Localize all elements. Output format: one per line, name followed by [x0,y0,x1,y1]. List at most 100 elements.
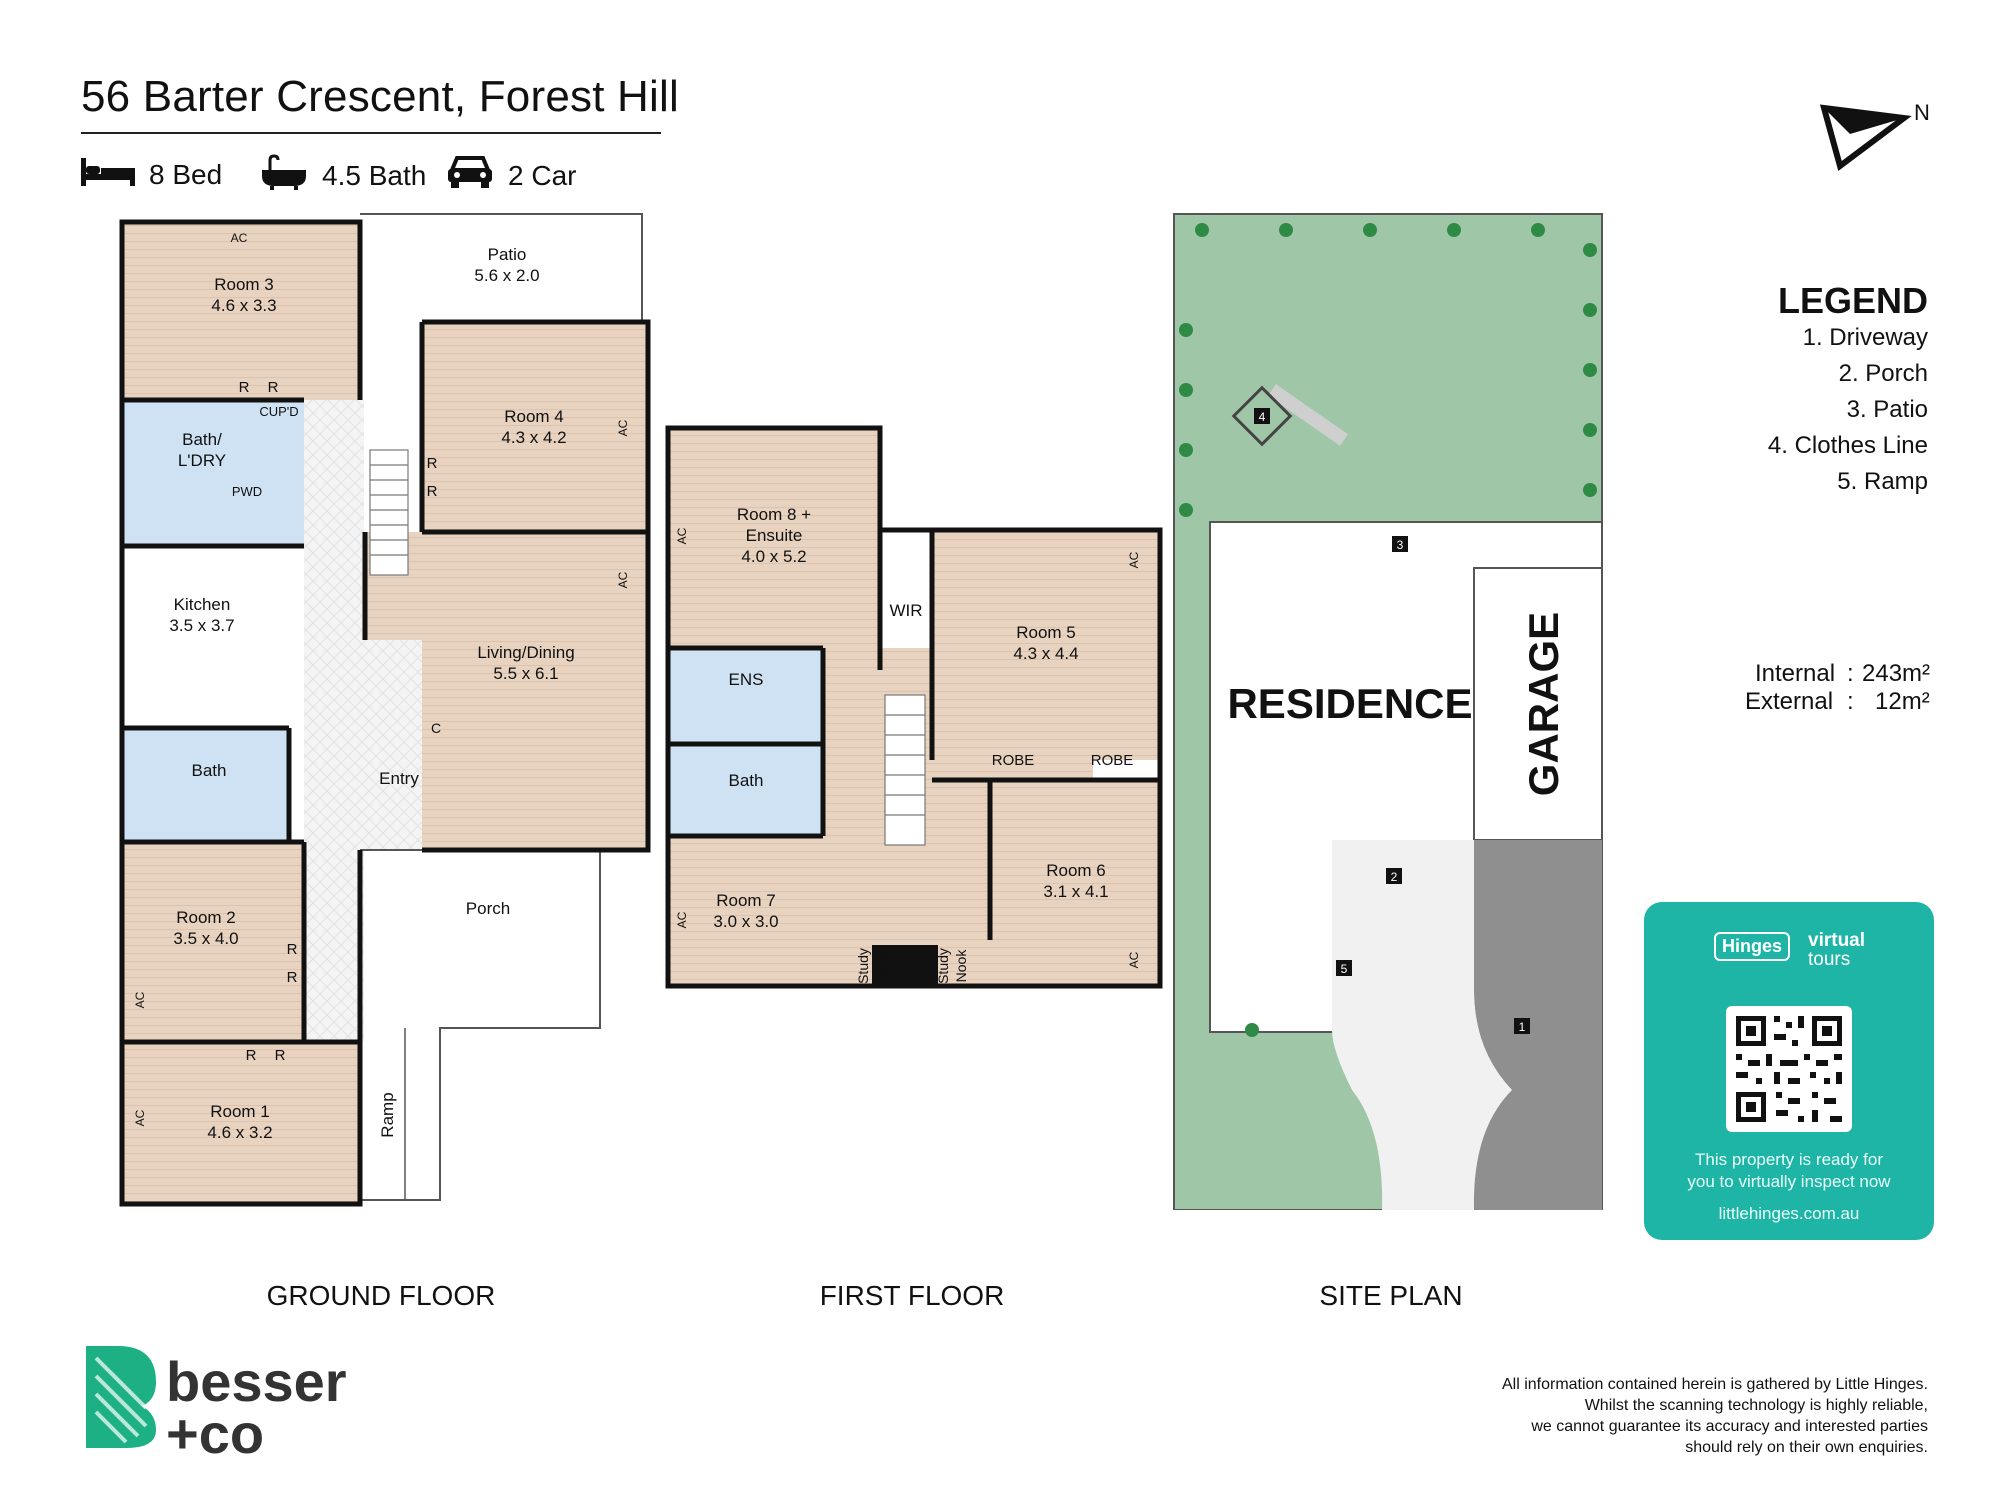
site-marker-4: 4 [1259,410,1266,424]
nook-label-2: Nook [953,949,969,983]
internal-area-label: Internal [1755,660,1836,687]
robe-label-2: ROBE [1091,752,1134,769]
svg-text:R: R [427,483,438,500]
virtual-tour-line-2: you to virtually inspect now [1687,1172,1891,1191]
legend-title: LEGEND [1777,280,1928,321]
hallway-floor [304,400,364,1042]
room-3-label: Room 3 [214,275,274,294]
site-plan-caption: SITE PLAN [1319,1280,1463,1311]
room-6-floor [932,780,1160,986]
north-compass: N [1819,100,1930,185]
virtual-tour-url[interactable]: littlehinges.com.au [1718,1204,1860,1223]
cupboard-c-label: C [431,720,441,736]
ramp-label: Ramp [378,1092,397,1137]
agency-logo [86,1346,156,1453]
area-colon-2: : [1847,688,1854,715]
patio-label: Patio [488,245,527,264]
title-divider [81,132,661,134]
room-1-size: 4.6 x 3.2 [207,1123,272,1142]
first-bath-label: Bath [729,771,764,790]
svg-text:AC: AC [1127,951,1141,968]
bath-icon [260,154,308,197]
legend-item-ramp: 5. Ramp [1837,468,1928,495]
site-marker-1: 1 [1519,1020,1526,1034]
room-2-size: 3.5 x 4.0 [173,929,238,948]
room-8-floor [668,428,880,648]
robe-label-1: ROBE [992,752,1035,769]
ground-bath-floor [124,728,289,842]
bed-feature: 8 Bed [81,154,222,195]
disclaimer-line-2: Whilst the scanning technology is highly… [1584,1397,1928,1414]
svg-text:R: R [287,941,298,958]
compass-north-label: N [1914,100,1930,125]
living-dining-label: Living/Dining [477,643,574,662]
room-2-floor [124,842,304,1042]
disclaimer-line-3: we cannot guarantee its accuracy and int… [1531,1418,1928,1435]
internal-area-value: 243m² [1862,660,1931,687]
svg-text:R: R [427,455,438,472]
external-area-label: External [1745,688,1834,715]
room-5-label: Room 5 [1016,623,1076,642]
room-5-size: 4.3 x 4.4 [1013,644,1078,663]
ensuite-floor [668,648,823,744]
room-3-size: 4.6 x 3.3 [211,296,276,315]
wir-label: WIR [889,601,922,620]
disclaimer: All information contained herein is gath… [1368,1374,1928,1458]
svg-text:R: R [268,379,279,396]
room-7-size: 3.0 x 3.0 [713,912,778,931]
bath-laundry-label-2: L'DRY [178,451,226,470]
bath-laundry-floor [124,400,304,546]
agency-logo-icon [86,1346,156,1448]
residence-label: RESIDENCE [1227,680,1472,727]
kitchen-floor [124,546,304,728]
patio-outline [360,213,643,322]
virtual-tour-card[interactable]: Hinges virtual tours This property is re… [1644,902,1934,1240]
disclaimer-line-4: should rely on their own enquiries. [1685,1439,1928,1456]
cupboard-label: CUP'D [259,404,298,419]
legend-item-patio: 3. Patio [1846,396,1928,423]
room-7-floor [668,836,823,986]
kitchen-label: Kitchen [174,595,231,614]
garage-footprint [1473,567,1603,841]
svg-text:AC: AC [1127,551,1141,568]
patio-size: 5.6 x 2.0 [474,266,539,285]
first-stairs [884,694,926,846]
bath-count: 4.5 Bath [322,159,427,191]
legend-item-clothes-line: 4. Clothes Line [1767,432,1928,459]
qr-code-icon [1736,1016,1842,1122]
first-floor-caption: FIRST FLOOR [819,1280,1005,1311]
site-marker-3: 3 [1397,538,1404,552]
car-icon [446,154,494,197]
svg-text:R: R [275,1047,286,1064]
compass-arrow-icon: N [1819,100,1930,172]
bath-laundry-label-1: Bath/ [182,430,222,449]
room-8-label-2: Ensuite [746,526,803,545]
robe-r-label: R [239,379,250,396]
little-hinges-logo: Hinges virtual tours [1714,930,1865,970]
room-4-floor [422,322,648,532]
property-address: 56 Barter Crescent, Forest Hill [81,72,679,121]
ground-stairs [369,449,409,576]
bed-count: 8 Bed [149,158,223,190]
entry-floor [360,640,422,850]
living-dining-size: 5.5 x 6.1 [493,664,558,683]
virtual-tour-line-1: This property is ready for [1694,1150,1883,1169]
site-marker-5: 5 [1341,962,1348,976]
agency-name: besser [166,1350,347,1413]
powder-room-label: PWD [232,484,262,499]
bath-feature: 4.5 Bath [260,154,426,197]
svg-text:R: R [246,1047,257,1064]
garage-label: GARAGE [1520,612,1567,796]
qr-code[interactable] [1726,1006,1852,1132]
ground-floor-plan: Room 3 4.6 x 3.3 Patio 5.6 x 2.0 Room 4 … [119,213,651,1207]
ground-floor-caption: GROUND FLOOR [266,1280,496,1311]
car-feature: 2 Car [446,154,576,197]
external-area-value: 12m² [1875,688,1930,715]
site-marker-2: 2 [1391,870,1398,884]
car-count: 2 Car [508,159,577,191]
first-bath-floor [668,744,823,836]
area-colon-1: : [1847,660,1854,687]
driveway [1473,840,1602,1210]
ground-bath-label: Bath [192,761,227,780]
svg-text:AC: AC [616,571,630,588]
